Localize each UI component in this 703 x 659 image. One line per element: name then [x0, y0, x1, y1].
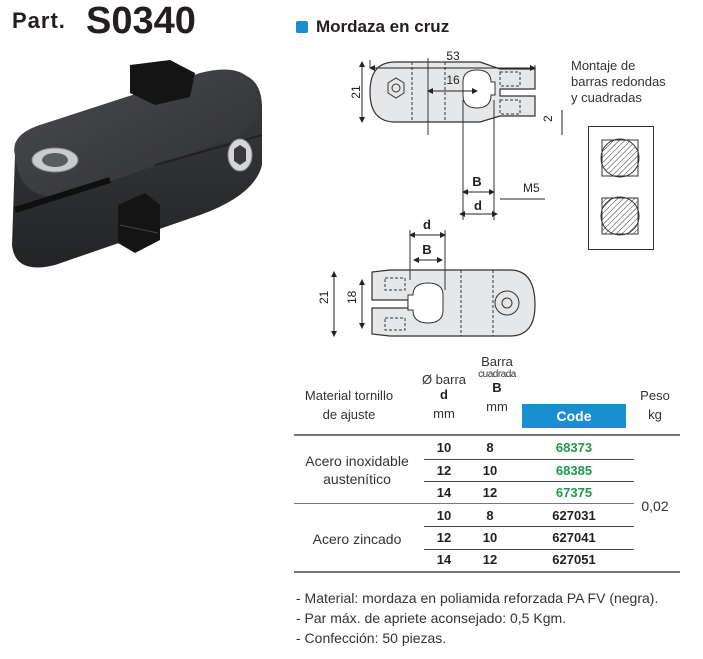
- cell-b: 10: [482, 530, 498, 545]
- svg-text:2: 2: [541, 115, 555, 122]
- svg-text:16: 16: [446, 73, 460, 87]
- header-weight-label: Peso: [640, 388, 670, 403]
- svg-text:18: 18: [345, 290, 359, 304]
- square-bullet-icon: [296, 21, 308, 33]
- divider: [294, 434, 680, 436]
- section-title-text: Mordaza en cruz: [316, 17, 450, 36]
- material-zinc: Acero zincado: [294, 530, 420, 548]
- notes: - Material: mordaza en poliamida reforza…: [296, 588, 658, 648]
- cell-code[interactable]: 68373: [555, 440, 593, 455]
- note-line: - Par máx. de apriete aconsejado: 0,5 Kg…: [296, 610, 567, 626]
- header-square-unit: mm: [486, 399, 508, 414]
- header-square-sublabel: cuadrada: [478, 369, 516, 380]
- cell-d: 10: [436, 440, 452, 455]
- header-diameter: Ø barra d mm: [416, 372, 472, 421]
- cell-b: 12: [482, 485, 498, 500]
- svg-text:B: B: [472, 174, 481, 189]
- material-line1: Acero inoxidable: [305, 453, 409, 469]
- mounting-note-line: y cuadradas: [571, 90, 642, 105]
- cell-code[interactable]: 627041: [552, 530, 596, 545]
- cell-d: 10: [436, 508, 452, 523]
- svg-text:B: B: [422, 242, 431, 257]
- mounting-note-line: Montaje de: [571, 58, 636, 73]
- row-divider: [424, 481, 634, 482]
- cell-d: 12: [436, 530, 452, 545]
- mounting-note-line: barras redondas: [571, 74, 666, 89]
- section-title: Mordaza en cruz: [296, 17, 449, 37]
- svg-text:21: 21: [317, 290, 331, 304]
- header-material: Material tornillo de ajuste: [294, 388, 404, 422]
- cell-d: 14: [436, 552, 452, 567]
- weight-value: 0,02: [641, 498, 669, 514]
- round-square-bars-diagram: [588, 126, 654, 250]
- divider: [294, 571, 680, 573]
- header-square: Barra cuadrada B mm: [474, 354, 520, 414]
- header-square-symbol: B: [492, 380, 502, 395]
- part-label: Part.: [12, 8, 66, 33]
- cell-d: 14: [436, 485, 452, 500]
- cell-d: 12: [436, 463, 452, 478]
- header-diameter-label: Ø barra: [421, 372, 467, 387]
- cell-code[interactable]: 68385: [555, 463, 593, 478]
- row-divider: [424, 459, 634, 460]
- cell-b: 10: [482, 463, 498, 478]
- header-diameter-unit: mm: [433, 406, 455, 421]
- cell-code[interactable]: 67375: [555, 485, 593, 500]
- svg-text:21: 21: [349, 85, 363, 99]
- material-line2: austenítico: [323, 471, 391, 487]
- material-line1: Acero zincado: [312, 531, 402, 547]
- row-divider: [424, 549, 634, 550]
- part-code: S0340: [86, 0, 196, 42]
- technical-drawing-side-view: d B 21 18: [317, 217, 536, 337]
- header-material-line1: Material tornillo: [304, 388, 394, 403]
- note-line: - Material: mordaza en poliamida reforza…: [296, 590, 659, 606]
- material-stainless: Acero inoxidable austenítico: [294, 452, 420, 488]
- mounting-note: Montaje de barras redondas y cuadradas: [571, 58, 666, 106]
- note-line: - Confección: 50 piezas.: [296, 630, 447, 646]
- cell-b: 8: [486, 440, 494, 455]
- svg-text:d: d: [474, 198, 482, 213]
- header-weight: Peso kg: [630, 388, 680, 422]
- spec-table: Material tornillo de ajuste Ø barra d mm…: [294, 354, 680, 584]
- product-photo: [12, 60, 263, 268]
- group-divider: [294, 503, 634, 504]
- header-weight-unit: kg: [648, 407, 662, 422]
- header-code: Code: [522, 404, 626, 428]
- cell-b: 8: [486, 508, 494, 523]
- row-divider: [424, 526, 634, 527]
- technical-drawing-top-view: 53 16 21 2 B d M5: [349, 49, 563, 220]
- cell-code[interactable]: 627051: [552, 552, 596, 567]
- cell-b: 12: [482, 552, 498, 567]
- svg-text:M5: M5: [523, 181, 540, 195]
- header-diameter-symbol: d: [440, 387, 448, 402]
- svg-text:53: 53: [446, 49, 460, 63]
- cell-code[interactable]: 627031: [552, 508, 596, 523]
- svg-text:d: d: [423, 217, 431, 232]
- header-material-line2: de ajuste: [322, 407, 376, 422]
- header-square-label: Barra: [481, 354, 513, 369]
